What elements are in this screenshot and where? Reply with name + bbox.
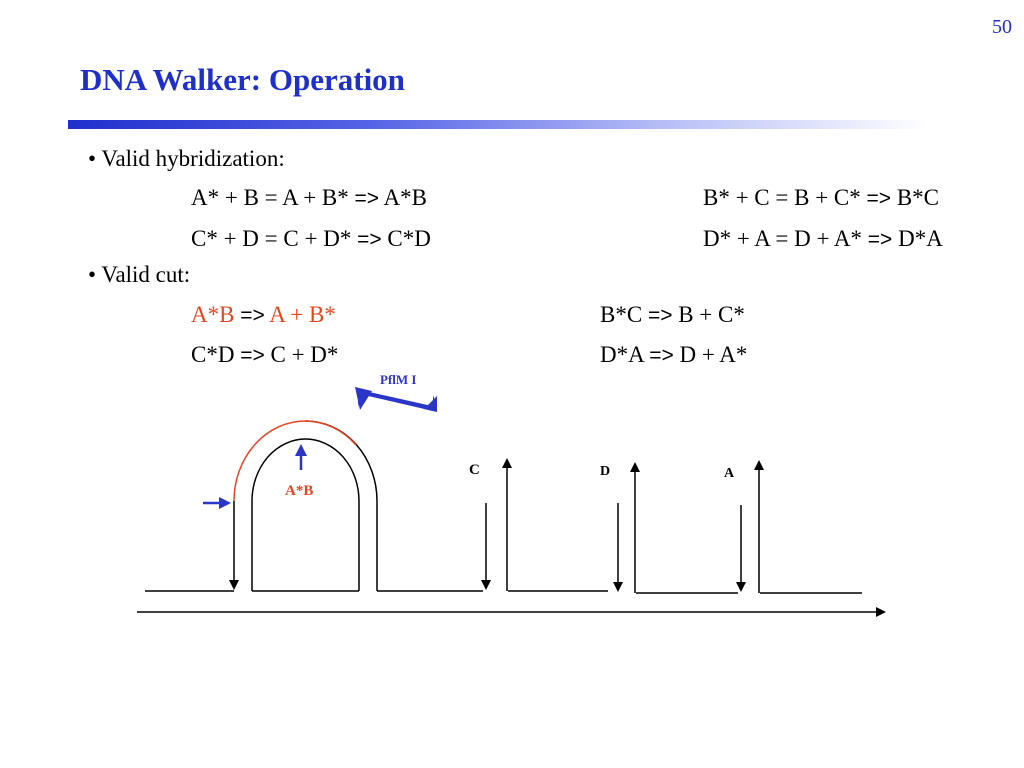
anchor-label-c: C [469, 462, 480, 478]
title-underline [68, 120, 930, 129]
anchor-strands [481, 458, 764, 593]
enzyme-label: PflM I [380, 372, 416, 387]
hybridization-rule: A* + B = A + B* => A*B [191, 185, 427, 210]
hybridization-rule: D* + A = D + A* => D*A [703, 226, 943, 251]
hybridization-heading: • Valid hybridization: [88, 146, 285, 171]
enzyme-pflmi-icon [355, 387, 437, 412]
slide-title: DNA Walker: Operation [80, 62, 405, 97]
slide-number: 50 [992, 16, 1012, 38]
cut-rule: C*D => C + D* [191, 342, 339, 367]
hybridization-rule: C* + D = C + D* => C*D [191, 226, 431, 251]
track-segments [145, 590, 862, 594]
cut-rule-highlighted: A*B => A + B* [191, 302, 336, 327]
complex-label: A*B [285, 483, 313, 499]
cut-rule: D*A => D + A* [600, 342, 748, 367]
cut-heading: • Valid cut: [88, 262, 191, 287]
hybridization-rule: B* + C = B + C* => B*C [703, 185, 939, 210]
anchor-label-d: D [600, 464, 610, 479]
anchor-label-a: A [724, 466, 735, 481]
cut-rule: B*C => B + C* [600, 302, 745, 327]
walker-complex [229, 420, 378, 591]
